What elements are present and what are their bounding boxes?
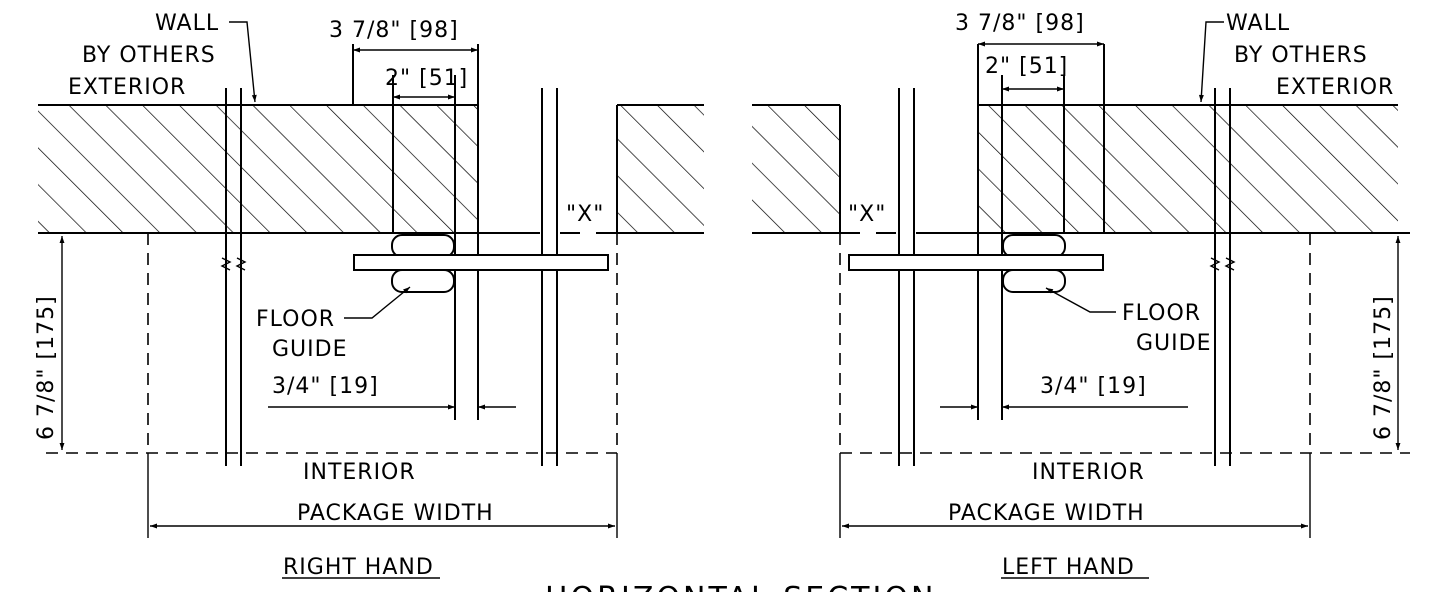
right-dim-51: 2" [51]: [385, 66, 468, 91]
right-hand-view: WALL BY OTHERS EXTERIOR 3 7/8" [98] 2" […: [34, 11, 704, 580]
left-floor-guide-bottom: [1002, 269, 1066, 293]
left-floor-guide-label-2: GUIDE: [1136, 331, 1211, 356]
left-hand-view: WALL BY OTHERS EXTERIOR 3 7/8" [98] 2" […: [752, 11, 1410, 580]
left-wall-label-2: BY OTHERS: [1234, 43, 1368, 68]
left-package-width: PACKAGE WIDTH: [948, 501, 1145, 526]
right-package-width: PACKAGE WIDTH: [297, 501, 494, 526]
right-dim-175: 6 7/8" [175]: [34, 295, 59, 440]
left-dim-175: 6 7/8" [175]: [1371, 295, 1396, 440]
left-dim-19: 3/4" [19]: [1040, 374, 1147, 399]
right-floor-guide-label-2: GUIDE: [272, 337, 347, 362]
right-floor-guide-label-1: FLOOR: [256, 307, 335, 332]
right-wall-hatch-left: [38, 105, 478, 233]
right-x-label: "X": [566, 202, 604, 227]
left-wall-label-3: EXTERIOR: [1276, 75, 1394, 100]
right-door-track: [353, 254, 609, 271]
left-wall-hatch-right: [978, 105, 1398, 233]
left-floor-guide-label-1: FLOOR: [1122, 301, 1201, 326]
left-dim-51: 2" [51]: [985, 54, 1068, 79]
right-wall-label-1: WALL: [155, 11, 219, 36]
right-floor-guide-bottom: [391, 269, 455, 293]
left-dim-98: 3 7/8" [98]: [955, 11, 1085, 36]
right-floor-guide-top: [391, 234, 455, 258]
right-dim-98: 3 7/8" [98]: [329, 18, 459, 43]
left-wall-label-1: WALL: [1226, 11, 1290, 36]
right-wall-label-3: EXTERIOR: [68, 75, 186, 100]
section-title: HORIZONTAL SECTION: [545, 581, 936, 592]
left-door-track: [848, 254, 1104, 271]
right-wall-hatch-right: [617, 105, 704, 233]
left-x-label: "X": [848, 202, 886, 227]
right-hand-label: RIGHT HAND: [283, 555, 434, 580]
right-interior-label: INTERIOR: [303, 460, 416, 485]
left-floor-guide-top: [1002, 234, 1066, 258]
left-interior-label: INTERIOR: [1032, 460, 1145, 485]
right-dim-19: 3/4" [19]: [272, 374, 379, 399]
left-wall-hatch-left: [752, 105, 840, 233]
left-hand-label: LEFT HAND: [1002, 555, 1135, 580]
right-wall-label-2: BY OTHERS: [82, 43, 216, 68]
